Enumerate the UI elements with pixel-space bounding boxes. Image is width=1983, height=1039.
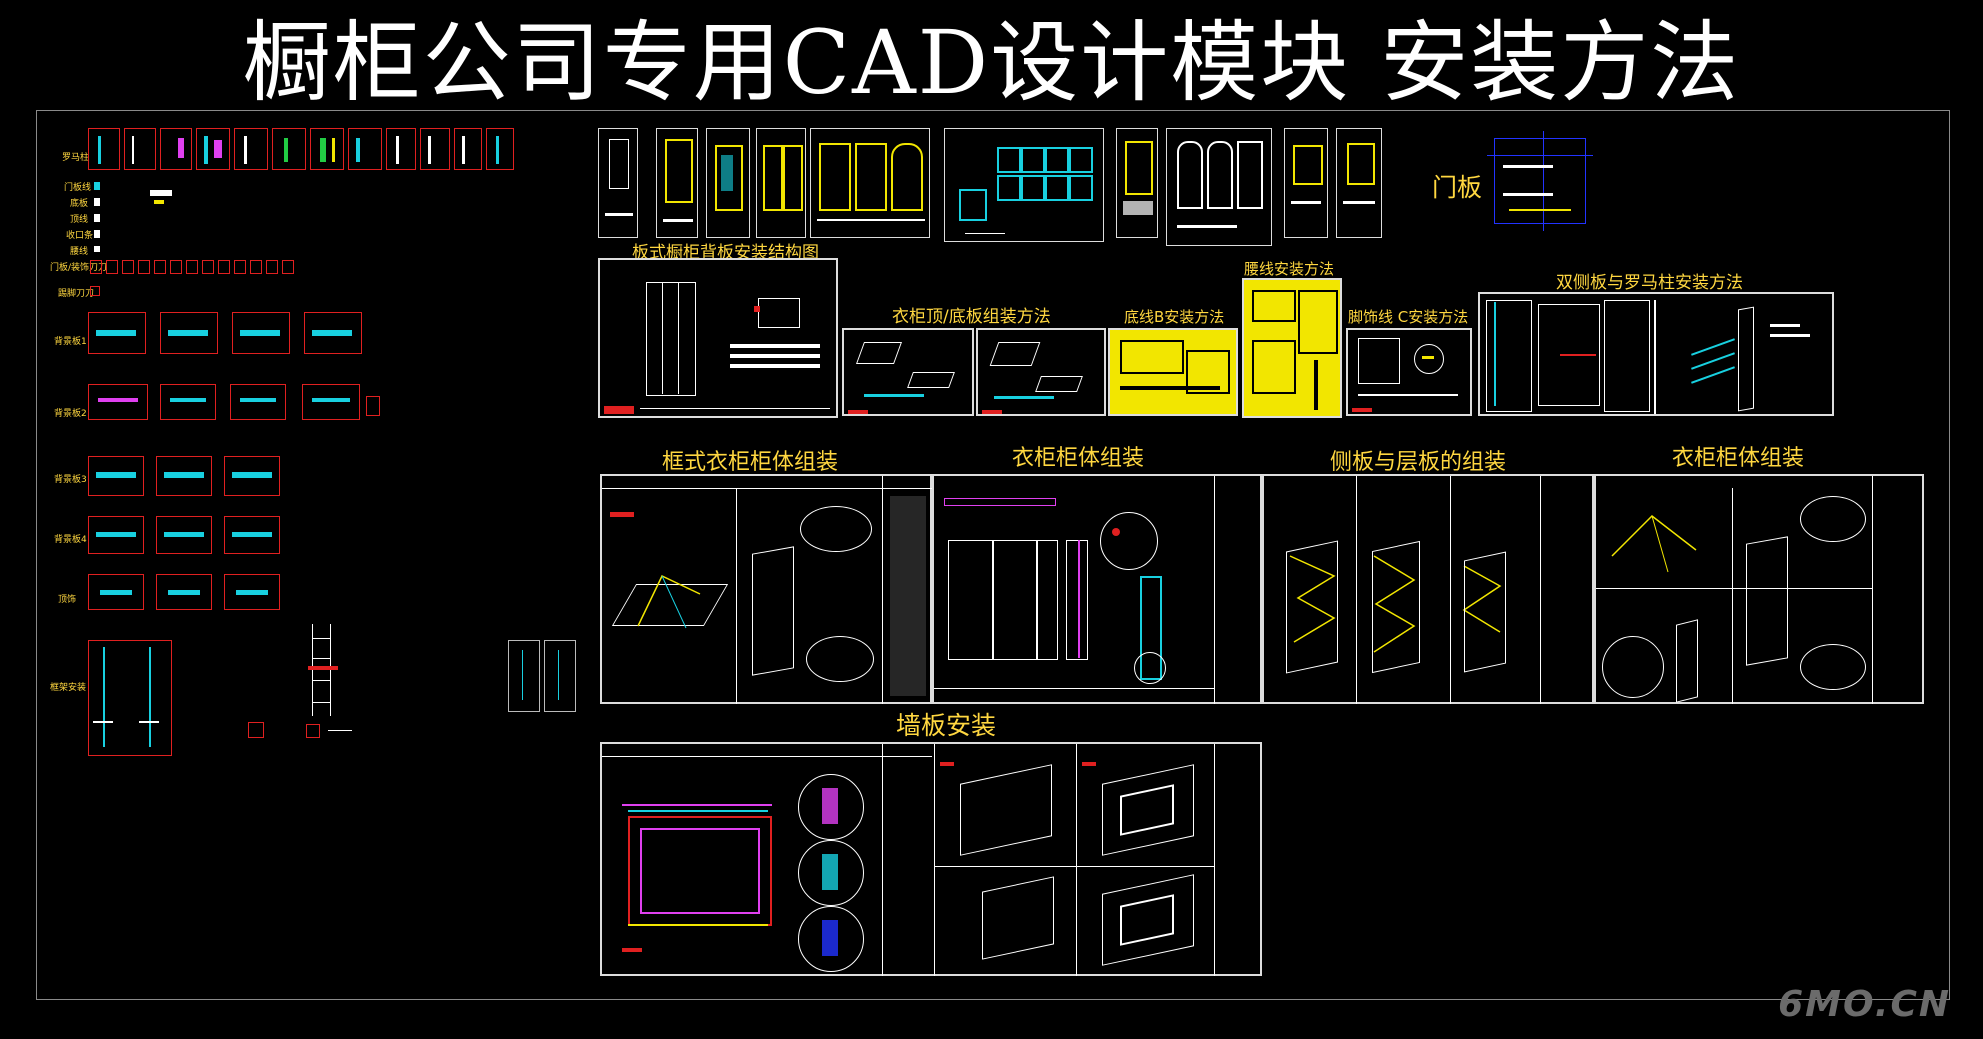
label-edge-strip: 收口条 <box>66 231 94 241</box>
door-deco-row <box>90 260 300 276</box>
label-bg-1: 背景板1 <box>54 337 87 347</box>
label-wardrobe-body: 衣柜柜体组装 <box>1012 446 1145 471</box>
label-top-line: 顶线 <box>70 215 89 225</box>
label-wall-panel: 墙板安装 <box>896 711 997 740</box>
sheet-waist-line <box>1242 278 1342 418</box>
sheet-frame-wardrobe <box>600 474 934 704</box>
cabinet-outline <box>508 640 588 712</box>
page-title: 橱柜公司专用CAD设计模块 安装方法 <box>242 11 1741 114</box>
column-sketch <box>308 624 338 734</box>
label-kick: 踢脚刀刀 <box>58 289 95 299</box>
background-panels <box>88 312 380 672</box>
label-plinth-b: 底线B安装方法 <box>1124 308 1225 326</box>
sheet-back-panel <box>598 258 838 418</box>
sheet-double-side <box>1478 292 1834 416</box>
label-frame-install: 框架安装 <box>50 683 87 693</box>
label-door-deco: 门板/装饰刀刀 <box>50 263 108 273</box>
label-bg-3: 背景板3 <box>54 475 87 485</box>
label-side-shelf: 侧板与层板的组装 <box>1330 450 1507 475</box>
watermark: 6MO.CN <box>1778 984 1951 1025</box>
drawing-border <box>36 110 1950 1000</box>
sheet-plinth-b <box>1108 328 1238 416</box>
label-door-line: 门板线 <box>64 183 92 193</box>
sheet-top-bottom-2 <box>976 328 1106 416</box>
label-frame-wardrobe: 框式衣柜柜体组装 <box>662 450 839 475</box>
label-bottom-board: 底板 <box>70 199 89 209</box>
label-wardrobe-body-2: 衣柜柜体组装 <box>1672 446 1805 471</box>
label-door-panel: 门板 <box>1432 173 1483 202</box>
sheet-wardrobe-body <box>932 474 1262 704</box>
label-roman-column: 罗马柱 <box>62 153 90 163</box>
label-foot-line-c: 脚饰线 C安装方法 <box>1348 308 1469 326</box>
sheet-side-shelf <box>1262 474 1594 704</box>
frame-install-box <box>88 640 172 756</box>
left-component-panel: 罗马柱 门板线 底板 顶线 收口条 腰线 门板/装饰刀刀 踢脚刀刀 背景板1 背… <box>50 120 570 770</box>
sheet-foot-line-c <box>1346 328 1472 416</box>
sheet-wall-panel <box>600 742 1262 976</box>
label-bg-4: 背景板4 <box>54 535 87 545</box>
sheet-top-bottom <box>842 328 974 416</box>
label-top-bottom: 衣柜顶/底板组装方法 <box>892 307 1051 327</box>
label-double-side: 双侧板与罗马柱安装方法 <box>1556 273 1743 293</box>
sheet-wardrobe-body-2 <box>1594 474 1924 704</box>
label-waist-line-method: 腰线安装方法 <box>1244 260 1335 278</box>
door-panel-row: 门板 <box>598 128 1598 248</box>
roman-column-row <box>88 128 608 178</box>
label-waist-line: 腰线 <box>70 247 89 257</box>
label-top-deco: 顶饰 <box>58 595 77 605</box>
label-bg-2: 背景板2 <box>54 409 87 419</box>
